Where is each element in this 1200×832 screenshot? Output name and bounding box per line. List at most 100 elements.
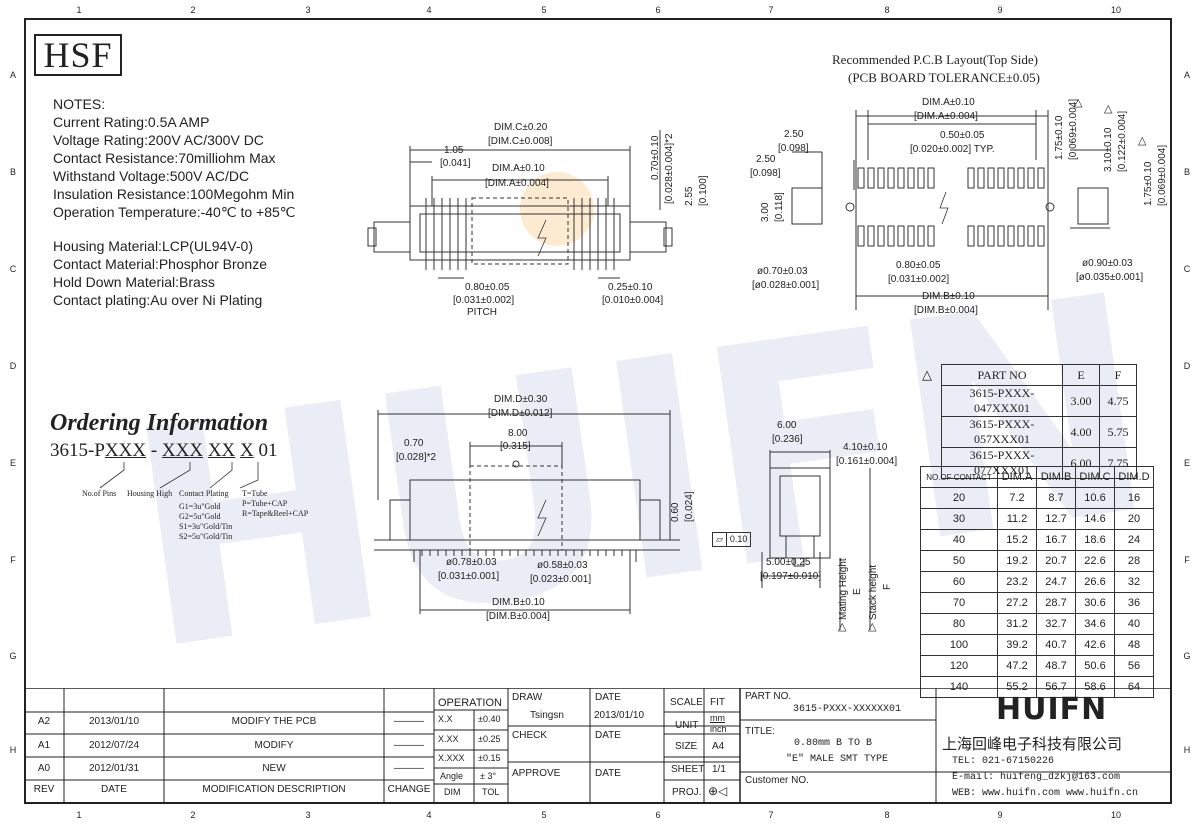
bottom-dim-800-in: [0.315]: [500, 441, 531, 452]
pcb-pitch-in: [0.020±0.002] TYP.: [910, 144, 995, 155]
zone-row: F: [1184, 555, 1190, 565]
zone-col: 10: [1110, 5, 1121, 15]
part-no-label: PART NO.: [745, 691, 792, 702]
bottom-post-078: ø0.78±0.03: [446, 557, 497, 568]
bottom-dim-060: 0.60: [670, 503, 681, 522]
table-cell: 14.6: [1075, 508, 1115, 530]
table-row: 3615-PXXX-057XXX01 4.00 5.75: [941, 416, 1137, 448]
table-cell: 3615-PXXX-057XXX01: [941, 416, 1063, 448]
pack-option: T=Tube: [242, 489, 268, 498]
ordering-leaders: [99, 462, 259, 489]
unit-label: UNIT: [675, 720, 699, 731]
flatness-icon: ▱: [713, 533, 727, 546]
table-cell: 27.2: [997, 592, 1037, 614]
operation-label: OPERATION: [438, 697, 502, 709]
plating-option: G1=3u"Gold: [179, 502, 221, 511]
company-name: 上海回峰电子科技有限公司: [942, 735, 1123, 753]
dim-value: F: [882, 583, 893, 590]
tol-xxx: X.XXX: [438, 753, 465, 763]
bottom-post-058: ø0.58±0.03: [537, 560, 588, 571]
side-w410: 4.10±0.10: [843, 442, 888, 453]
size-label: SIZE: [675, 741, 698, 752]
table-cell: 48.7: [1036, 655, 1076, 677]
table-header: DIM.C: [1075, 466, 1115, 488]
zone-row: D: [1183, 361, 1191, 371]
table-cell: 20.7: [1036, 550, 1076, 572]
side-stack: Stack height: [868, 565, 879, 620]
table-cell: 4.00: [1062, 416, 1100, 448]
zone-col: 6: [655, 5, 661, 15]
table-cell: 23.2: [997, 571, 1037, 593]
front-lead-in: [0.010±0.004]: [602, 295, 664, 306]
note-line: Operation Temperature:-40℃ to +85℃: [53, 204, 296, 220]
front-pitch-label: PITCH: [467, 307, 497, 318]
table-cell: 31.2: [997, 613, 1037, 635]
pcb-h300: 3.00: [760, 203, 771, 222]
table-cell: 10.6: [1075, 487, 1115, 509]
table-header: DIM.D: [1114, 466, 1154, 488]
approve-label: APPROVE: [512, 768, 561, 779]
table-cell: 16: [1114, 487, 1154, 509]
bottom-dim-d-in: [DIM.D±0.012]: [488, 408, 553, 419]
table-cell: 4.75: [1099, 385, 1137, 417]
table-cell: 24.7: [1036, 571, 1076, 593]
bottom-dim-800: 8.00: [508, 428, 528, 439]
title-block-grid: [24, 688, 1172, 804]
table-cell: 50.6: [1075, 655, 1115, 677]
dim-value: 0.60: [670, 502, 681, 522]
front-dim-c: DIM.C±0.20: [494, 122, 548, 133]
table-cell: 70: [920, 592, 998, 614]
drawer-name: Tsingsn: [530, 710, 564, 721]
dim-value: [0.122±0.004]: [1117, 110, 1128, 172]
pcb-dim-a-in: [DIM.A±0.004]: [914, 111, 978, 122]
side-mating-sym: E: [852, 588, 863, 595]
pack-option: P=Tube+CAP: [242, 499, 288, 508]
side-mating: Mating Height: [838, 558, 849, 620]
tol-angle: Angle: [440, 771, 464, 781]
table-row: 3615-PXXX-047XXX01 3.00 4.75: [941, 385, 1137, 417]
code-part: -: [150, 440, 158, 461]
table-cell: 100: [920, 634, 998, 656]
material-line: Contact plating:Au over Ni Plating: [53, 292, 263, 308]
table-cell: 60: [920, 571, 998, 593]
plating-options: G1=3u"Gold G2=5u"Gold S1=3u"Gold/Tin S2=…: [179, 502, 232, 542]
side-view-drawing: [761, 450, 871, 630]
pcb-h250: 2.50: [756, 154, 776, 165]
material-line: Contact Material:Phosphor Bronze: [53, 256, 267, 272]
table-cell: 64: [1114, 676, 1154, 698]
dim-value: 0.70±0.10: [650, 135, 661, 180]
table-cell: 15.2: [997, 529, 1037, 551]
draw-date: 2013/01/10: [594, 710, 645, 721]
unit-value-inch: inch: [710, 724, 727, 734]
table-cell: 40: [920, 529, 998, 551]
pcb-hole-090: ø0.90±0.03: [1082, 258, 1133, 269]
side-w410-in: [0.161±0.004]: [836, 456, 898, 467]
part-number-table: PART NO E F 3615-PXXX-047XXX01 3.00 4.75…: [941, 364, 1137, 479]
dim-value: 3.00: [760, 202, 771, 222]
label-contact-plating: Contact Plating: [179, 489, 229, 498]
zone-col: 9: [997, 810, 1003, 820]
bottom-dim-b-in: [DIM.B±0.004]: [486, 611, 550, 622]
front-lead: 0.25±0.10: [608, 282, 653, 293]
dim-value: Stack height: [868, 564, 879, 620]
rev-cell: A1: [37, 740, 51, 751]
rev-header: CHANGE: [387, 784, 431, 795]
sheet-label: SHEET: [671, 764, 705, 775]
rev-cell: A2: [37, 716, 51, 727]
pcb-hole-090-in: [ø0.035±0.001]: [1076, 272, 1144, 283]
zone-row: G: [1183, 651, 1191, 661]
table-cell: 8.7: [1036, 487, 1076, 509]
pcb-v175b-in: [0.069±0.004]: [1157, 145, 1168, 206]
table-header: DIM.B: [1036, 466, 1076, 488]
bottom-view-drawing: [374, 410, 680, 614]
pcb-tolerance: (PCB BOARD TOLERANCE±0.05): [848, 70, 1040, 85]
title-line-2: "E" MALE SMT TYPE: [786, 754, 889, 765]
rev-cell: A0: [37, 763, 51, 774]
table-cell: 39.2: [997, 634, 1037, 656]
code-part: XX: [207, 440, 236, 461]
revision-triangle-icon: △: [922, 367, 932, 382]
pcb-h250-in: [0.098]: [750, 168, 781, 179]
front-pitch-in: [0.031±0.002]: [453, 295, 515, 306]
